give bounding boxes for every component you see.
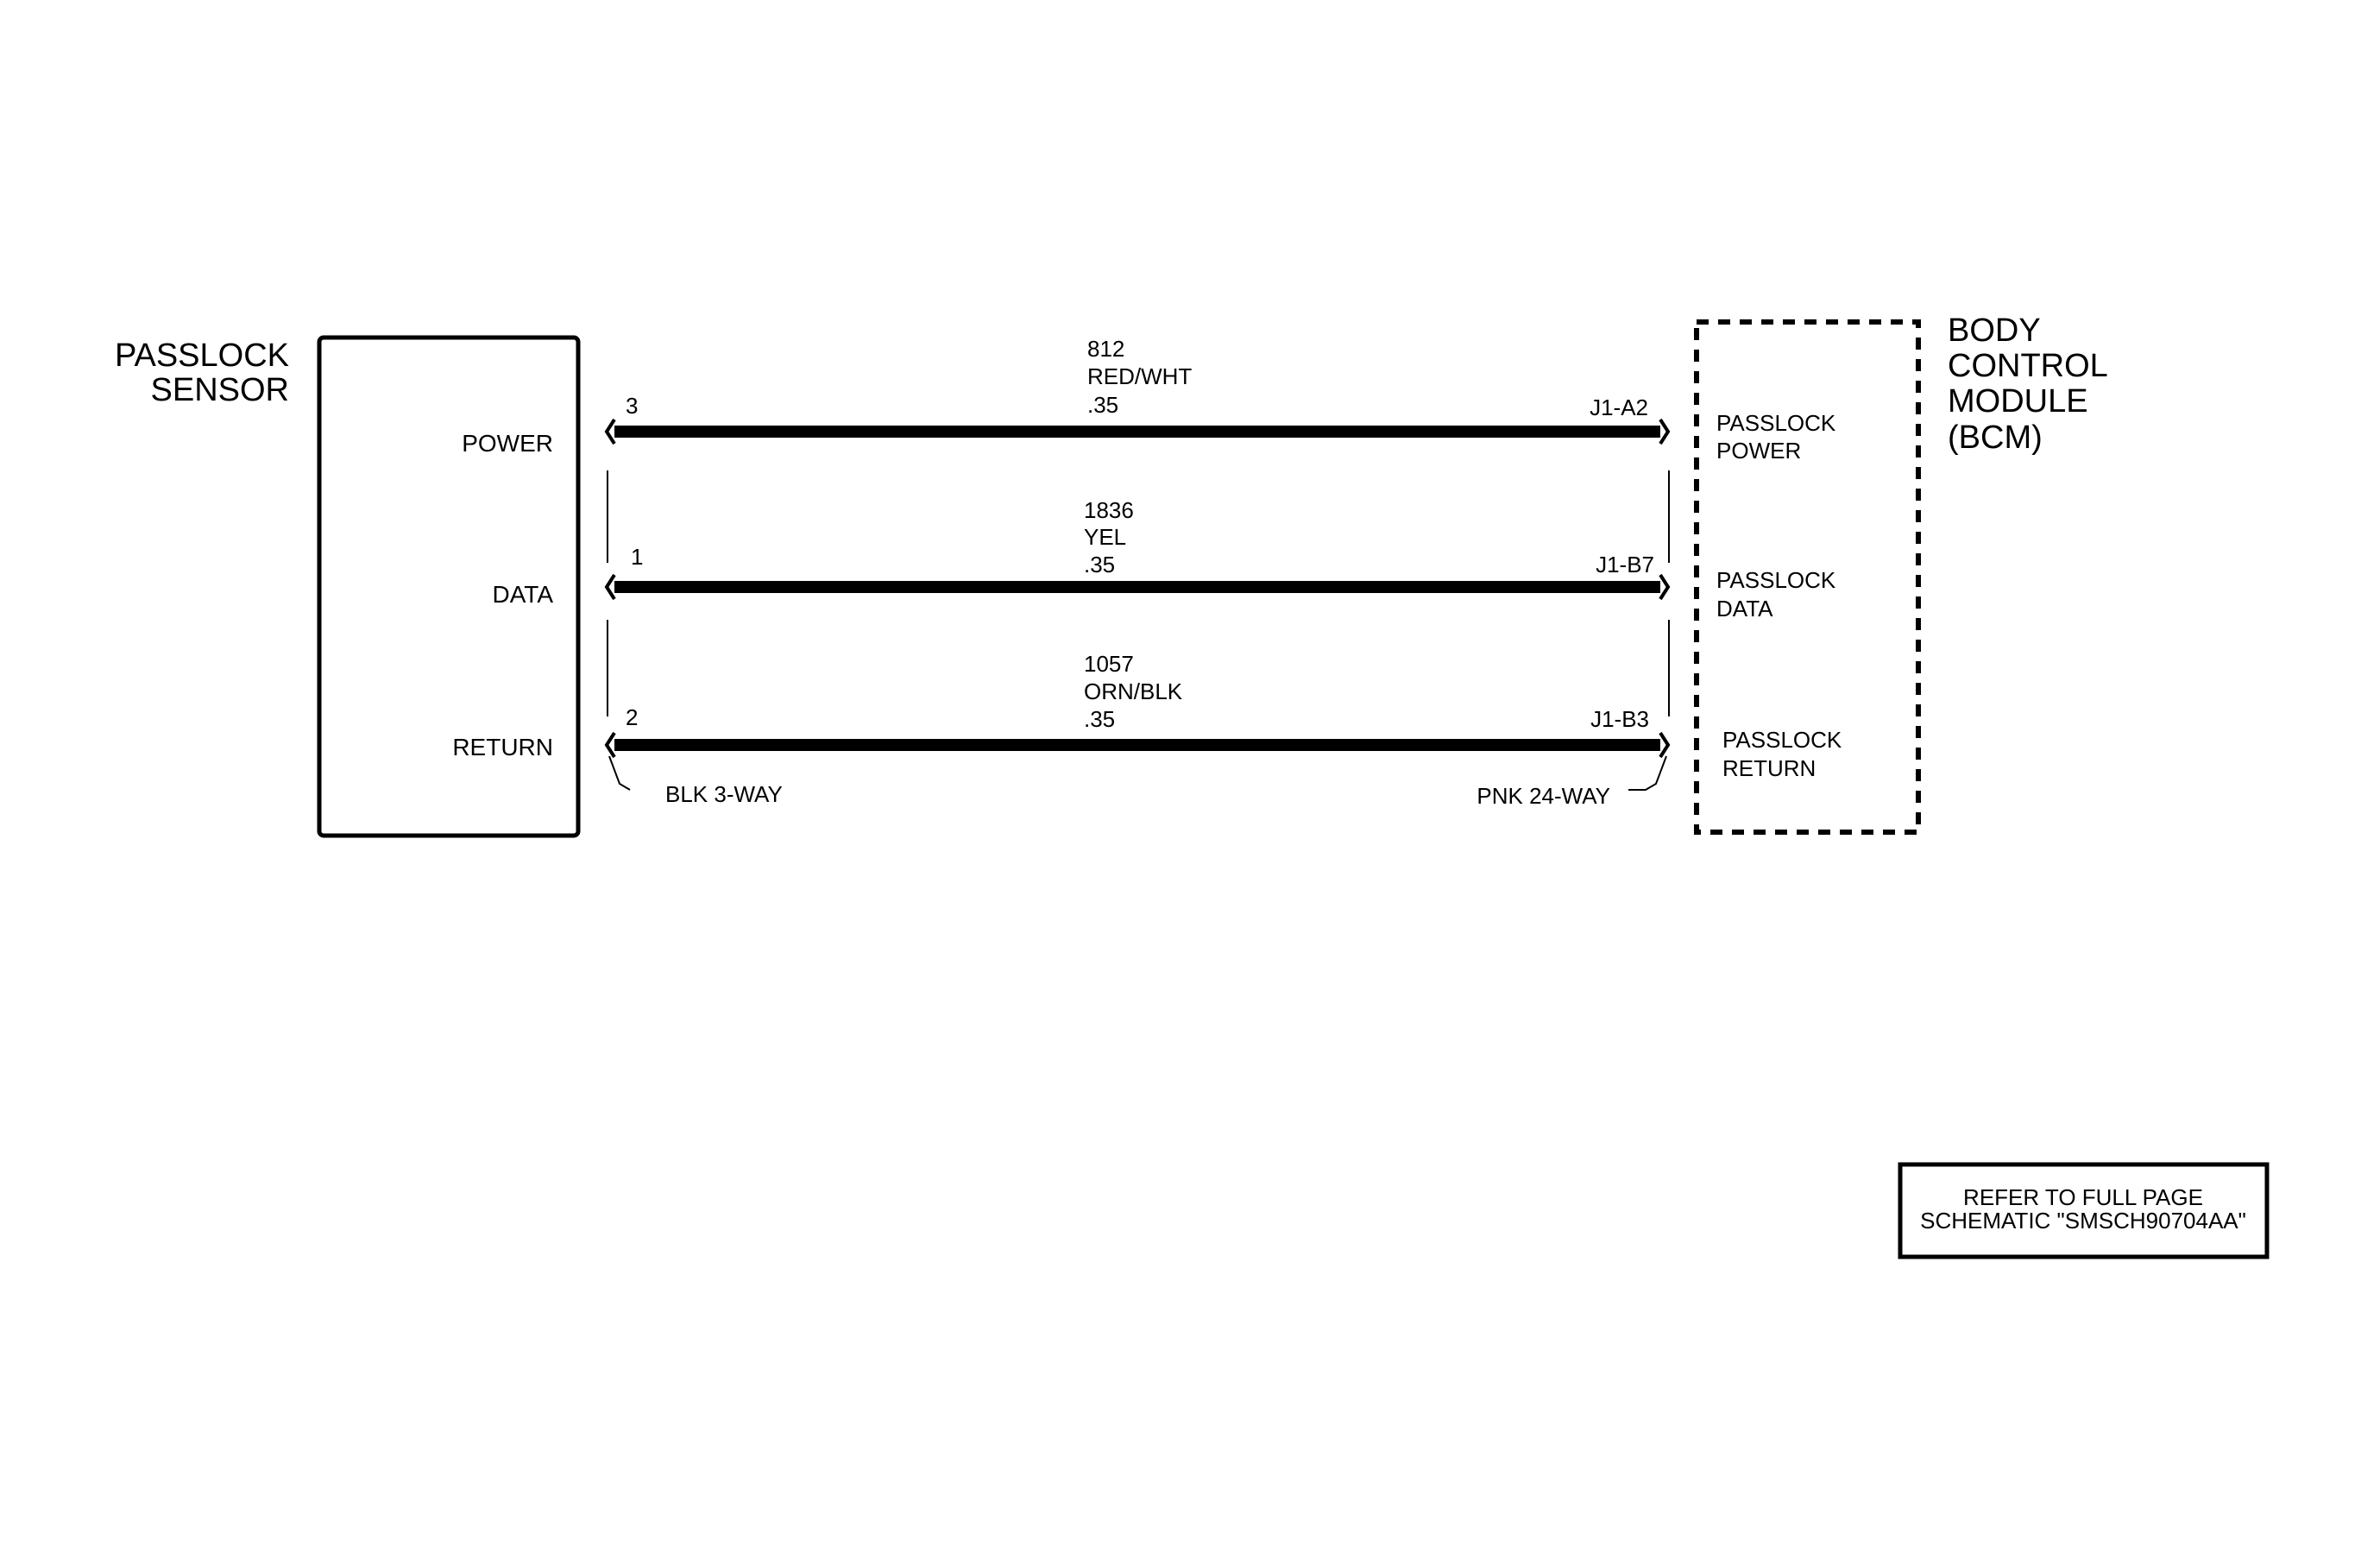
bcm-title-line3: MODULE [1948,383,2088,420]
sensor-pin-number-return: 2 [626,704,638,730]
bcm-title-line1: BODY [1948,312,2041,349]
bcm-box [1694,319,1921,835]
bcm-pin-label-data-line2: DATA [1716,596,1773,622]
bcm-pin-number-power: J1-A2 [1590,394,1648,420]
sensor-title-line2: SENSOR [151,372,289,408]
bcm-pin-label-power-line2: POWER [1716,438,1801,464]
wire-data-circuit: 1836 [1084,497,1134,523]
wire-power-color: RED/WHT [1087,363,1192,389]
passlock-sensor: PASSLOCK SENSOR POWER DATA RETURN [115,335,581,838]
sensor-pin-label-return: RETURN [452,734,553,760]
note-line1: REFER TO FULL PAGE [1963,1184,2203,1210]
wire-power-gauge: .35 [1087,392,1118,418]
wire-return-circuit: 1057 [1084,651,1134,677]
wire-power-circuit: 812 [1087,336,1124,362]
bcm-pin-label-return-line1: PASSLOCK [1722,727,1842,753]
sensor-box [317,335,581,838]
reference-note: REFER TO FULL PAGE SCHEMATIC "SMSCH90704… [1898,1162,2270,1259]
bcm-title-line4: (BCM) [1948,420,2043,456]
wire-data-gauge: .35 [1084,552,1115,577]
note-line2: SCHEMATIC "SMSCH90704AA" [1920,1208,2246,1234]
sensor-connector: BLK 3-WAY 3 1 2 [607,393,783,807]
sensor-pin-number-data: 1 [631,544,643,570]
bcm-title-line2: CONTROL [1948,348,2108,384]
sensor-connector-label: BLK 3-WAY [665,781,783,807]
sensor-pin-label-power: POWER [462,430,553,457]
wire-power: 812 RED/WHT .35 [604,336,1671,445]
wire-data: 1836 YEL .35 [604,497,1671,601]
sensor-pin-number-power: 3 [626,393,638,419]
bcm-pin-number-return: J1-B3 [1590,706,1649,732]
wire-return-color: ORN/BLK [1084,678,1183,704]
bcm-pin-label-data-line1: PASSLOCK [1716,567,1836,593]
bcm-pin-label-return-line2: RETURN [1722,755,1816,781]
bcm-pin-number-data: J1-B7 [1596,552,1654,577]
wire-data-color: YEL [1084,524,1126,550]
body-control-module: PASSLOCK POWER PASSLOCK DATA PASSLOCK RE… [1694,312,2108,835]
wire-return-gauge: .35 [1084,706,1115,732]
bcm-connector: PNK 24-WAY J1-A2 J1-B7 J1-B3 [1476,394,1670,809]
bcm-pin-label-power-line1: PASSLOCK [1716,410,1836,436]
wire-return: 1057 ORN/BLK .35 [604,651,1671,759]
bcm-connector-label: PNK 24-WAY [1476,783,1610,809]
sensor-pin-label-data: DATA [492,581,553,608]
sensor-title-line1: PASSLOCK [115,338,289,374]
